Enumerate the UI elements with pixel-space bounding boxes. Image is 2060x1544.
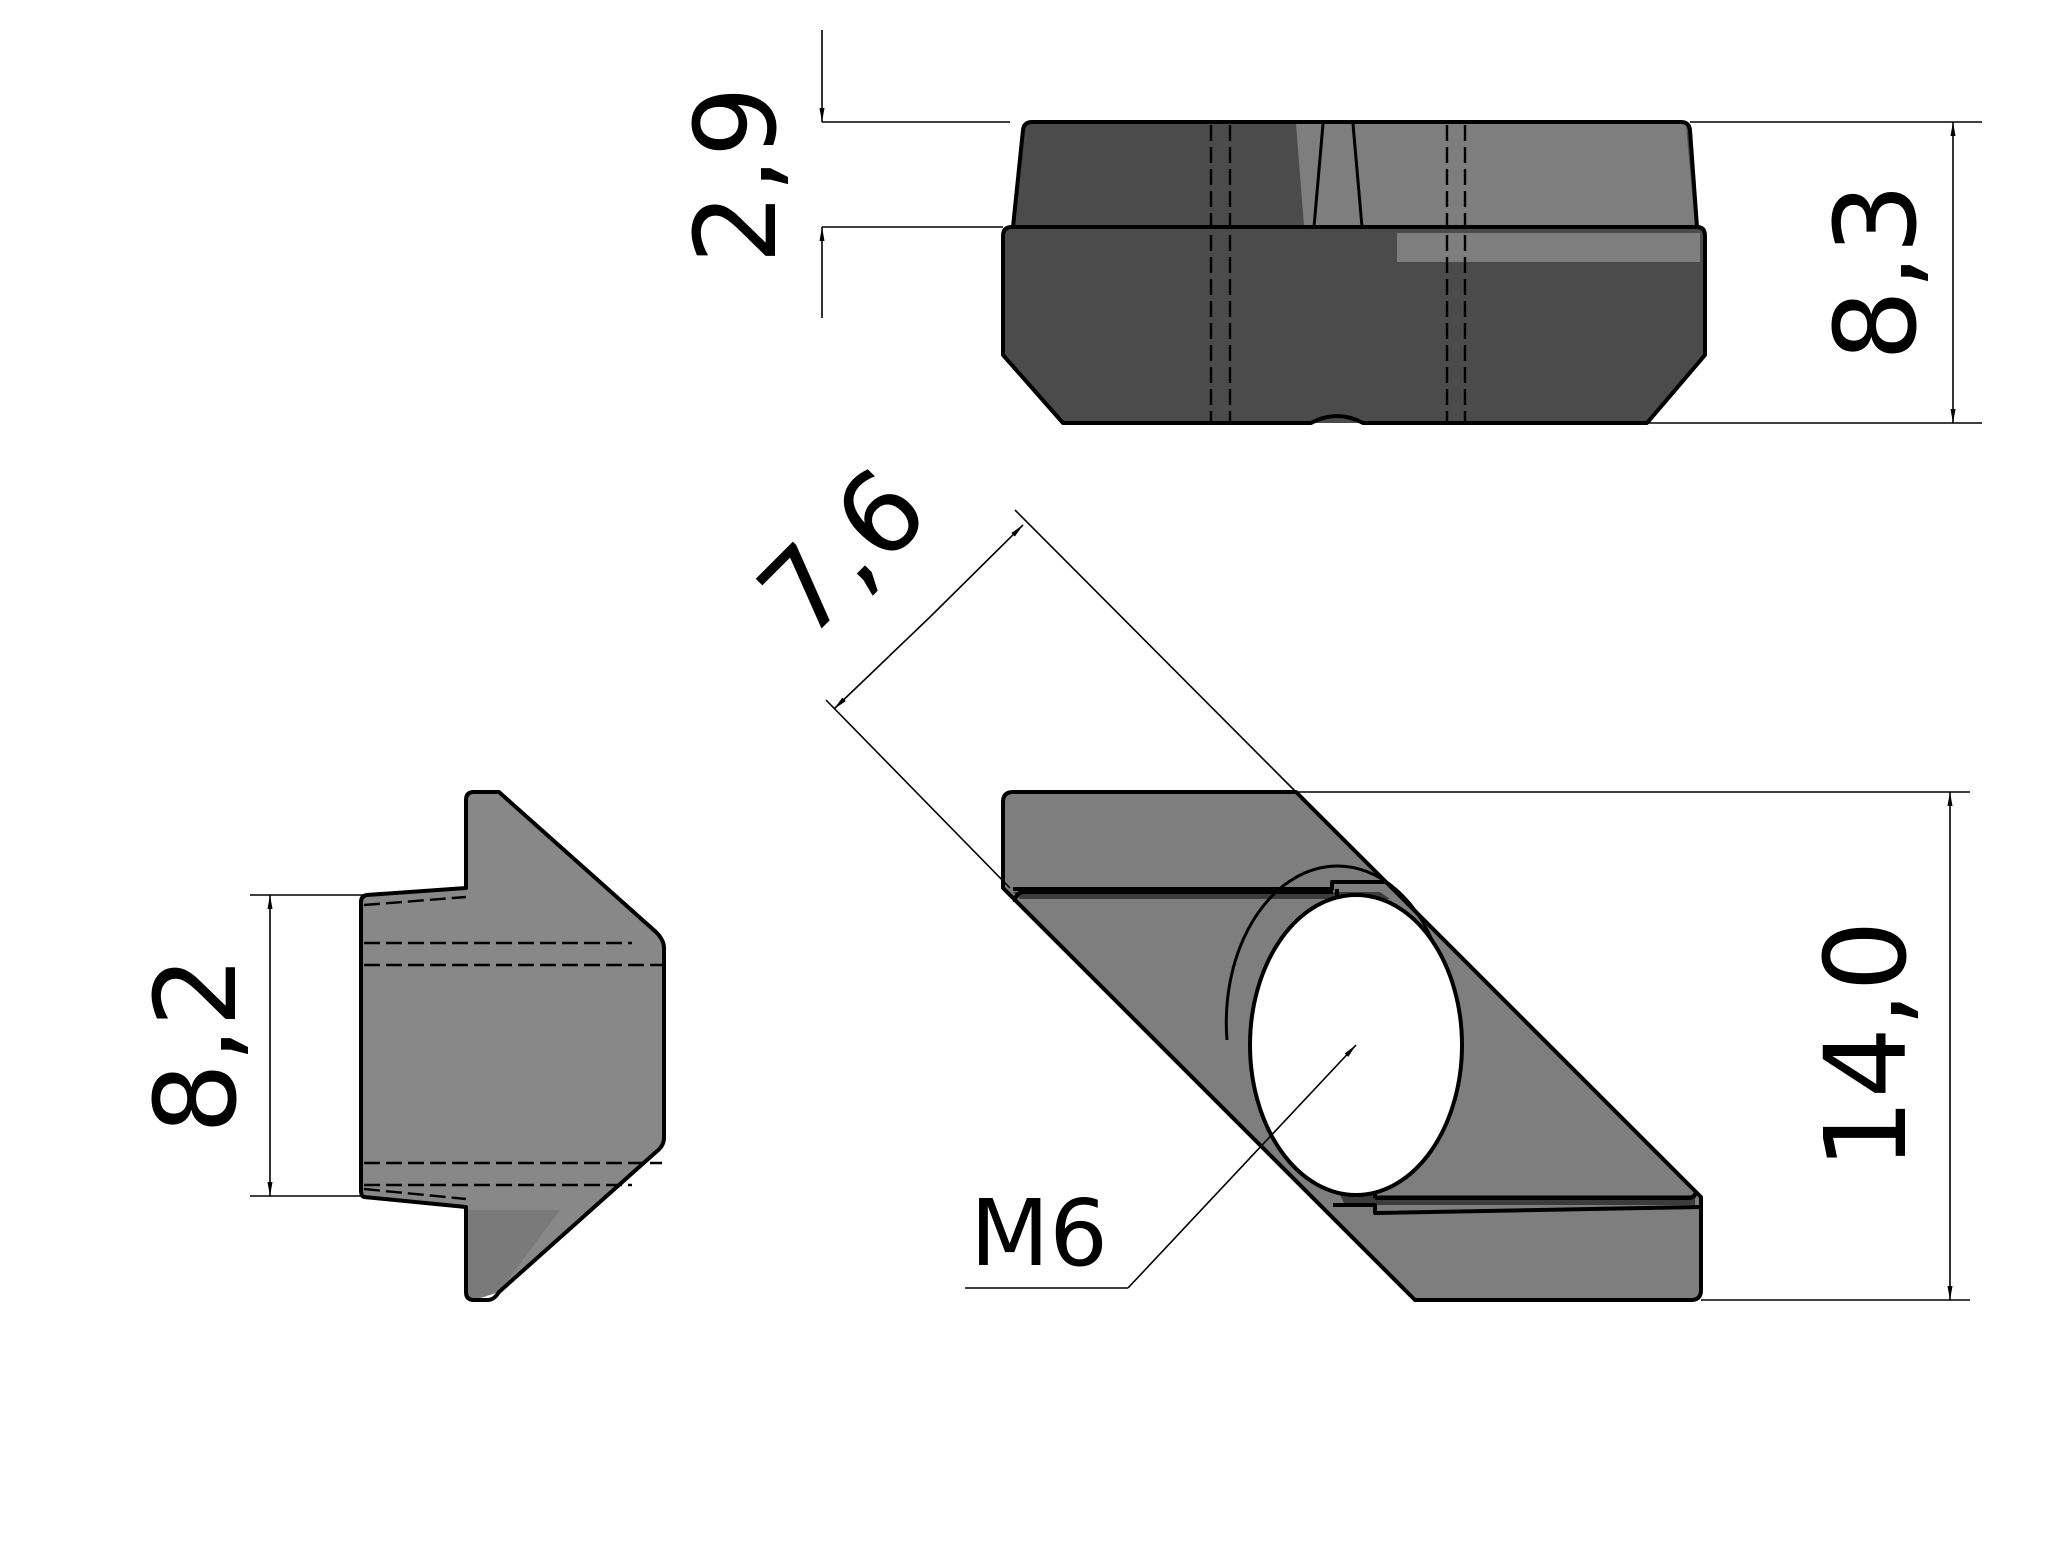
thread-label: M6: [970, 1180, 1108, 1287]
dimension-label-slot-width: 8,2: [132, 956, 262, 1134]
dimension-label-total-length: 14,0: [1802, 920, 1932, 1169]
dimension-label-total-height: 8,3: [1812, 183, 1942, 361]
side-view: [359, 790, 666, 1302]
dimension-label-step-height: 2,9: [672, 86, 802, 264]
side-view-body: [361, 792, 664, 1300]
front-view-lower-block: [1003, 227, 1705, 423]
dimension-slot-width: 8,2: [132, 894, 364, 1197]
front-view-upper-light-face: [1296, 124, 1695, 226]
dimension-label-perpendicular-width: 7,6: [734, 444, 952, 662]
front-view: [1001, 120, 1707, 425]
dimension-step-height: 2,9: [672, 30, 1010, 318]
front-view-highlight: [1397, 233, 1700, 262]
dimension-total-length: 14,0: [1296, 791, 1970, 1301]
thread-callout: M6: [965, 1044, 1357, 1289]
dimension-total-height: 8,3: [1647, 121, 1982, 424]
